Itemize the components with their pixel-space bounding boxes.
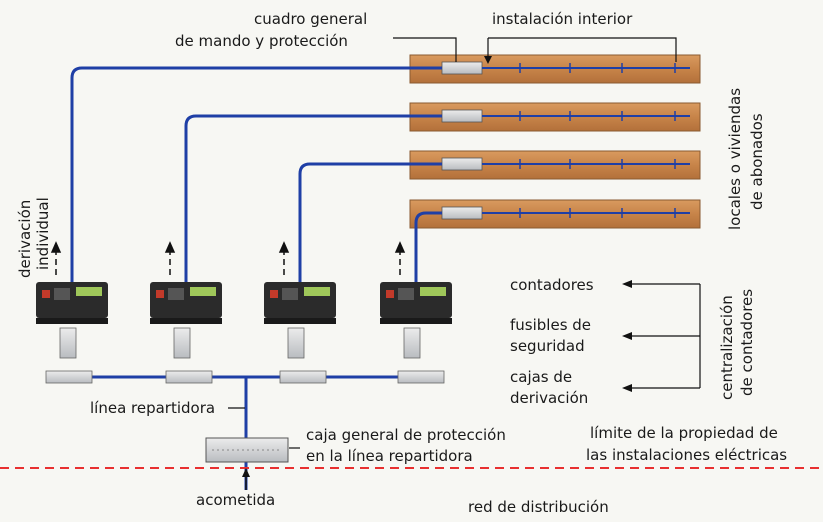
label-cuadro-line2: de mando y protección <box>175 32 348 50</box>
label-cajas-line1: cajas de <box>510 368 572 386</box>
label-limite-line2: las instalaciones eléctricas <box>586 446 787 464</box>
label-instalacion-interior: instalación interior <box>492 10 633 28</box>
label-fusibles-line1: fusibles de <box>510 316 591 334</box>
label-centralizacion-line1: centralización <box>718 295 736 400</box>
fuse <box>59 327 77 359</box>
label-contadores: contadores <box>510 276 594 294</box>
meter-unit-4 <box>380 282 452 359</box>
label-caja-general-line1: caja general de protección <box>306 426 506 444</box>
meter-units <box>36 282 452 359</box>
label-acometida: acometida <box>196 491 275 509</box>
household-2 <box>409 102 701 132</box>
label-derivacion-line1: derivación <box>16 200 34 278</box>
label-caja-general-line2: en la línea repartidora <box>306 447 473 465</box>
leader-lines <box>228 37 701 449</box>
cuadro-general-box <box>441 61 483 75</box>
label-cuadro-line1: cuadro general <box>254 10 367 28</box>
label-derivacion-line2: individual <box>34 197 52 270</box>
acometida-arrow <box>242 468 250 490</box>
label-red-distribucion: red de distribución <box>468 498 609 516</box>
label-fusibles-line2: seguridad <box>510 337 585 355</box>
households <box>409 54 701 229</box>
label-cajas-line2: derivación <box>510 389 588 407</box>
household-3 <box>409 150 701 180</box>
meter-unit-1 <box>36 282 108 359</box>
label-linea-repartidora: línea repartidora <box>90 399 215 417</box>
label-locales-line2: de abonados <box>748 113 766 210</box>
label-centralizacion-line2: de contadores <box>738 289 756 396</box>
label-locales-line1: locales o viviendas <box>726 88 744 230</box>
meter-unit-2 <box>150 282 222 359</box>
labels: cuadro general de mando y protección ins… <box>16 10 787 516</box>
derivacion-cables <box>70 66 442 285</box>
label-limite-line1: límite de la propiedad de <box>590 424 778 442</box>
caja-derivacion <box>45 370 93 384</box>
upward-arrows <box>50 241 406 275</box>
leader-arrowheads <box>484 56 632 392</box>
household-1 <box>409 54 701 84</box>
meter-unit-3 <box>264 282 336 359</box>
household-4 <box>409 199 701 229</box>
